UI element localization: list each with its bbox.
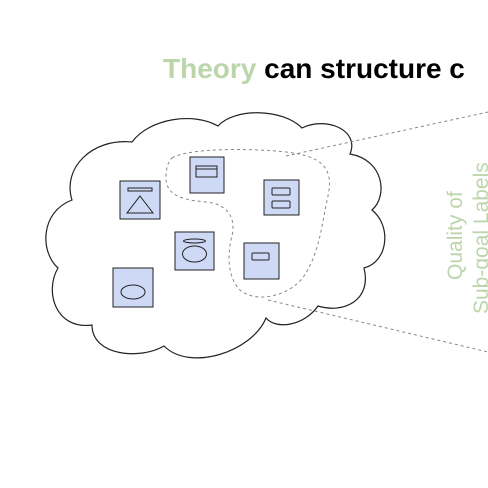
card-oval [112, 267, 154, 308]
callout-line-bottom [267, 299, 488, 353]
bar-icon [127, 187, 153, 192]
side-label: Quality of Sub-goal Labels [444, 162, 488, 314]
oval-icon [120, 284, 146, 300]
small-rect-icon [251, 252, 270, 261]
triangle-icon [125, 195, 155, 214]
card-window [189, 156, 225, 194]
side-label-line1: Quality of [444, 191, 467, 280]
title-highlight: Theory [163, 53, 257, 84]
callout-line-top [285, 111, 488, 157]
oval-bar-icon [183, 238, 206, 244]
two-bars-icon [271, 187, 291, 196]
window-icon [195, 165, 218, 178]
slide-title: Theory can structure c [163, 52, 465, 86]
card-triangle [119, 180, 161, 220]
cloud-shape [45, 112, 386, 359]
subgoal-group-outline [165, 149, 330, 298]
title-rest: can structure c [256, 53, 465, 84]
card-two-bars [263, 179, 300, 216]
side-label-line2: Sub-goal Labels [470, 162, 488, 314]
card-oval-bar [174, 231, 215, 271]
card-small-rect [243, 242, 280, 280]
